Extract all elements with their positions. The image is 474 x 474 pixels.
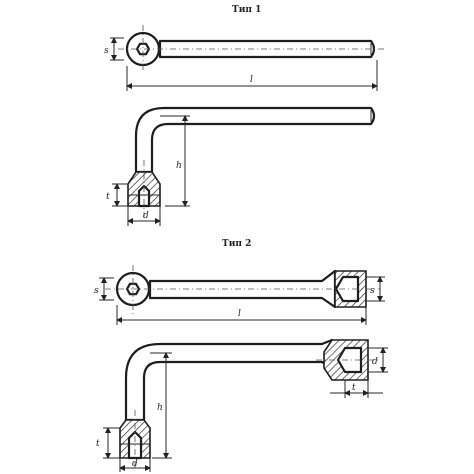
type2-plan-view: s s l: [94, 265, 385, 325]
type2-group: Тип 2 s s l: [94, 239, 388, 472]
type2-socket-hole-right-side: [336, 346, 363, 374]
type1-dim-l-label: l: [250, 75, 253, 85]
type2-dim-t-right-label: t: [352, 383, 356, 393]
type1-group: Тип 1 s l: [104, 5, 385, 226]
type2-handle-plan: [148, 269, 337, 309]
type1-plan-view: s l: [104, 25, 385, 91]
type2-dim-h-label: h: [157, 403, 163, 413]
type2-socket-hole-right: [334, 275, 360, 303]
type2-side-view: h d t t d: [96, 338, 388, 472]
type2-dim-d-left-label: d: [132, 459, 138, 469]
type2-dim-d-right-label: d: [372, 357, 378, 367]
type2-dim-s-right-label: s: [370, 286, 375, 296]
type1-side-view: h t d: [106, 106, 376, 226]
type1-dim-s-label: s: [104, 46, 109, 56]
type1-dim-d-label: d: [143, 211, 149, 221]
type1-handle-bent: [134, 106, 376, 174]
type2-dim-s-left-label: s: [94, 286, 99, 296]
type1-dim-t-label: t: [106, 192, 110, 202]
type1-title: Тип 1: [232, 5, 261, 15]
type2-dim-l-label: l: [238, 309, 241, 319]
type1-dim-h-label: h: [176, 161, 182, 171]
type2-dim-t-left-label: t: [96, 439, 100, 449]
type2-title: Тип 2: [222, 239, 251, 249]
